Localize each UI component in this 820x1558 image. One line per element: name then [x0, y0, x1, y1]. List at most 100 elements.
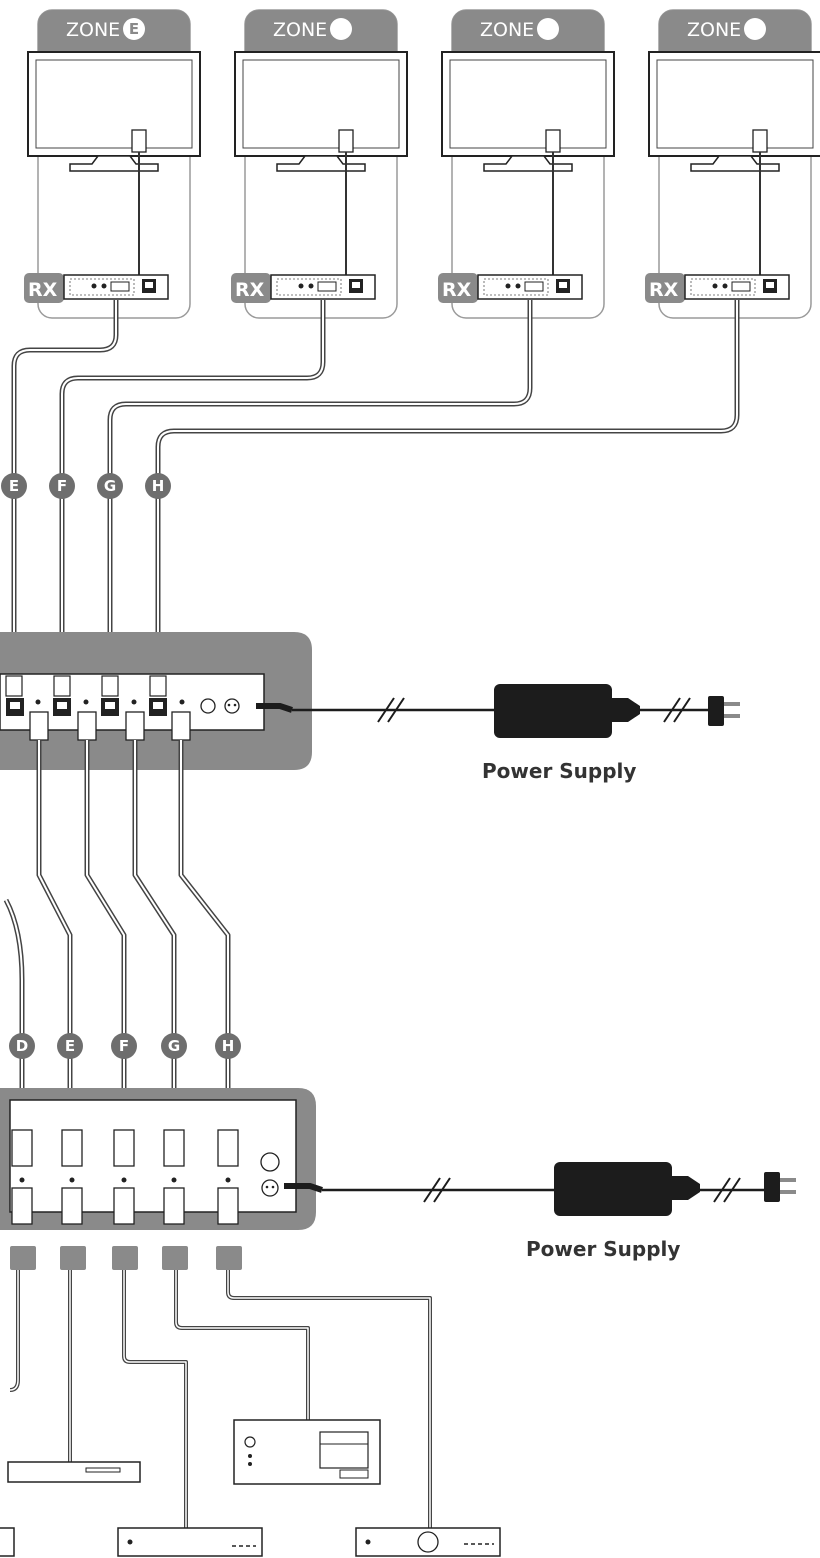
rx-badge: [645, 273, 685, 303]
rx-label: RX: [649, 279, 679, 301]
power-supply-top: Power Supply: [256, 684, 740, 783]
cable-letter: G: [104, 477, 116, 495]
cable-letter: F: [119, 1037, 129, 1055]
power-supply-label: Power Supply: [526, 1237, 680, 1261]
power-supply-label: Power Supply: [482, 759, 636, 783]
hdmi-plug: [11, 1129, 33, 1167]
rs232-port: [200, 698, 216, 714]
hdmi-plug: [125, 711, 145, 741]
power-adapter: [554, 1162, 672, 1216]
rx-label: RX: [235, 279, 265, 301]
rx-badge: [24, 273, 64, 303]
source-adapters: [10, 1246, 242, 1270]
source-adapter: [10, 1246, 36, 1270]
zone-badge-letter: E: [129, 20, 139, 38]
rx-badge: [438, 273, 478, 303]
source-adapter: [216, 1246, 242, 1270]
rs232-port: [260, 1152, 280, 1172]
source-cables-inner: [9, 1270, 431, 1556]
hdmi-plug: [113, 1187, 135, 1225]
power-plug: [708, 696, 724, 726]
zone-column-3: ZONE RX: [438, 9, 615, 319]
dc-port: [261, 1179, 279, 1197]
zone-badge-circle: [123, 18, 145, 40]
power-supply-bottom: Power Supply: [284, 1162, 796, 1261]
cable-letter: E: [9, 477, 19, 495]
rj45-connector: [5, 675, 24, 716]
source-device-set-top-box-1: [117, 1527, 263, 1557]
hdmi-plug: [217, 1129, 239, 1167]
tv-display: [27, 51, 201, 157]
tv-stand: [483, 155, 573, 172]
bottom-cable-letter-e: E: [57, 1033, 83, 1059]
cable-letter: F: [57, 477, 67, 495]
power-plug: [764, 1172, 780, 1202]
source-device-set-top-box-2: [355, 1527, 501, 1557]
tv-stand: [690, 155, 780, 172]
zone-badge-circle: [330, 18, 352, 40]
zone-column-4: ZONE RX: [645, 9, 820, 319]
rx-badge: [231, 273, 271, 303]
tv-stand: [276, 155, 366, 172]
hdmi-plug: [163, 1187, 185, 1225]
hdmi-plug: [171, 711, 191, 741]
dc-port: [224, 698, 240, 714]
bottom-matrix-unit: [0, 1088, 316, 1230]
zone-badge-circle: [744, 18, 766, 40]
tv-stand: [69, 155, 159, 172]
tv-display: [234, 51, 408, 157]
cable-letter: H: [222, 1037, 235, 1055]
top-cable-letter-e: E: [1, 473, 27, 499]
source-device-bluray: [7, 1461, 141, 1483]
cable-letter: E: [65, 1037, 75, 1055]
top-matrix-unit: [0, 632, 312, 770]
zone-badge-circle: [537, 18, 559, 40]
hdmi-plug: [77, 711, 97, 741]
source-adapter: [60, 1246, 86, 1270]
source-device-partial: [0, 1527, 15, 1557]
bottom-cable-letter-h: H: [215, 1033, 241, 1059]
zone-label: ZONE: [66, 19, 120, 41]
hdmi-plug: [29, 711, 49, 741]
cat-cables-top: [11, 300, 740, 680]
top-cable-letter-h: H: [145, 473, 171, 499]
cat-cables-top-inner: [13, 300, 738, 680]
cable-letter: H: [152, 477, 165, 495]
bottom-cable-letter-d: D: [9, 1033, 35, 1059]
rj45-connector: [53, 675, 71, 716]
power-adapter: [494, 684, 612, 738]
cable-letter: G: [168, 1037, 180, 1055]
hdmi-plug: [61, 1129, 83, 1167]
rx-label: RX: [28, 279, 58, 301]
tv-display: [441, 51, 615, 157]
source-device-pc: [233, 1419, 381, 1485]
zone-column-2: ZONE RX: [231, 9, 408, 319]
hdmi-plug: [545, 129, 561, 153]
top-cable-letter-g: G: [97, 473, 123, 499]
hdmi-plug: [163, 1129, 185, 1167]
bottom-cable-letter-g: G: [161, 1033, 187, 1059]
rx-label: RX: [442, 279, 472, 301]
top-cable-letter-f: F: [49, 473, 75, 499]
hdmi-cables-middle-inner: [5, 740, 229, 1100]
source-adapter: [112, 1246, 138, 1270]
cable-letter: D: [16, 1037, 28, 1055]
source-cables: [9, 1270, 432, 1556]
hdmi-plug: [11, 1187, 33, 1225]
tv-display: [648, 51, 820, 157]
hdmi-plug: [752, 129, 768, 153]
source-adapter: [162, 1246, 188, 1270]
rj45-connector: [149, 675, 167, 716]
bottom-cable-letter-f: F: [111, 1033, 137, 1059]
zone-label: ZONE: [273, 19, 327, 41]
rj45-connector: [101, 675, 119, 716]
hdmi-plug: [338, 129, 354, 153]
hdmi-plug: [131, 129, 147, 153]
zone-column-1: ZONE E RX: [24, 9, 201, 319]
hdmi-plug: [61, 1187, 83, 1225]
hdmi-plug: [217, 1187, 239, 1225]
zone-label: ZONE: [687, 19, 741, 41]
zone-label: ZONE: [480, 19, 534, 41]
hdmi-plug: [113, 1129, 135, 1167]
